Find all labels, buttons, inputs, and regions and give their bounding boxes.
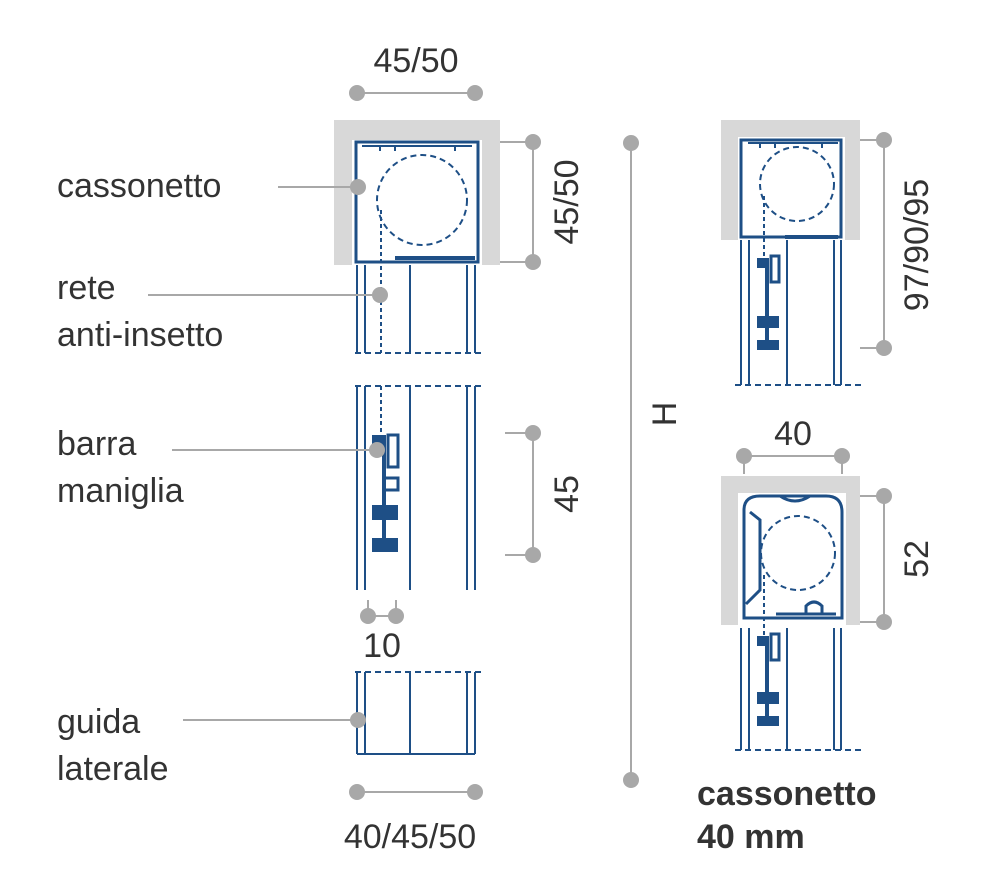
side-guide-segment [355,671,485,755]
screen-middle-segment [355,385,485,590]
screen-top-segment [355,210,485,354]
top-width-value: 45/50 [373,42,458,80]
dim-total-height: H [623,135,684,788]
left-assembly: 45/50 45/50 45 10 [334,42,586,856]
bottom-width-value: 40/45/50 [344,818,476,856]
title-line1: cassonetto [697,775,877,813]
cassonetto-top-lip [362,145,472,151]
right-width-value: 40 [774,415,812,453]
gap-value: 10 [363,627,401,665]
right-bottom-handle [757,632,781,726]
label-guida-line1: guida [57,703,140,741]
label-guida-line2: laterale [57,750,169,788]
handle-bar-profile [372,433,400,552]
label-rete-line2: anti-insetto [57,316,223,354]
label-barra-line2: maniglia [57,472,184,510]
right-top-profile [739,138,843,239]
right-top-housing [721,120,860,240]
cassonetto-housing [334,120,500,265]
handle-height-value: 45 [548,475,586,513]
right-bottom-assembly: 40 52 cassonetto 40 mm [697,415,936,856]
cassonetto-profile [354,140,480,264]
dim-top-height: 45/50 [500,134,586,270]
label-barra-line1: barra [57,425,136,463]
total-height-value: H [646,402,684,427]
right-top-height-value: 97/90/95 [898,179,936,311]
dim-right-top-height: 97/90/95 [860,132,936,356]
dim-top-width: 45/50 [349,42,483,101]
roller-circle [376,154,468,246]
dim-bottom-width: 40/45/50 [344,784,483,856]
right-bottom-housing [721,476,860,625]
right-bottom-profile [742,494,844,620]
label-cassonetto: cassonetto [57,167,221,205]
callouts: cassonetto rete anti-insetto barra manig… [57,167,388,788]
label-rete-line1: rete [57,269,116,307]
dim-right-width: 40 [736,415,850,474]
right-height-value: 52 [898,540,936,578]
dim-gap: 10 [360,600,404,665]
top-height-value: 45/50 [548,159,586,244]
right-top-roller [759,146,835,222]
right-bottom-roller [760,515,836,591]
dim-handle-height: 45 [505,425,586,563]
right-top-assembly: 97/90/95 [721,120,936,386]
right-top-handle [757,254,781,350]
dim-right-height: 52 [860,488,936,630]
title-line2: 40 mm [697,818,805,856]
